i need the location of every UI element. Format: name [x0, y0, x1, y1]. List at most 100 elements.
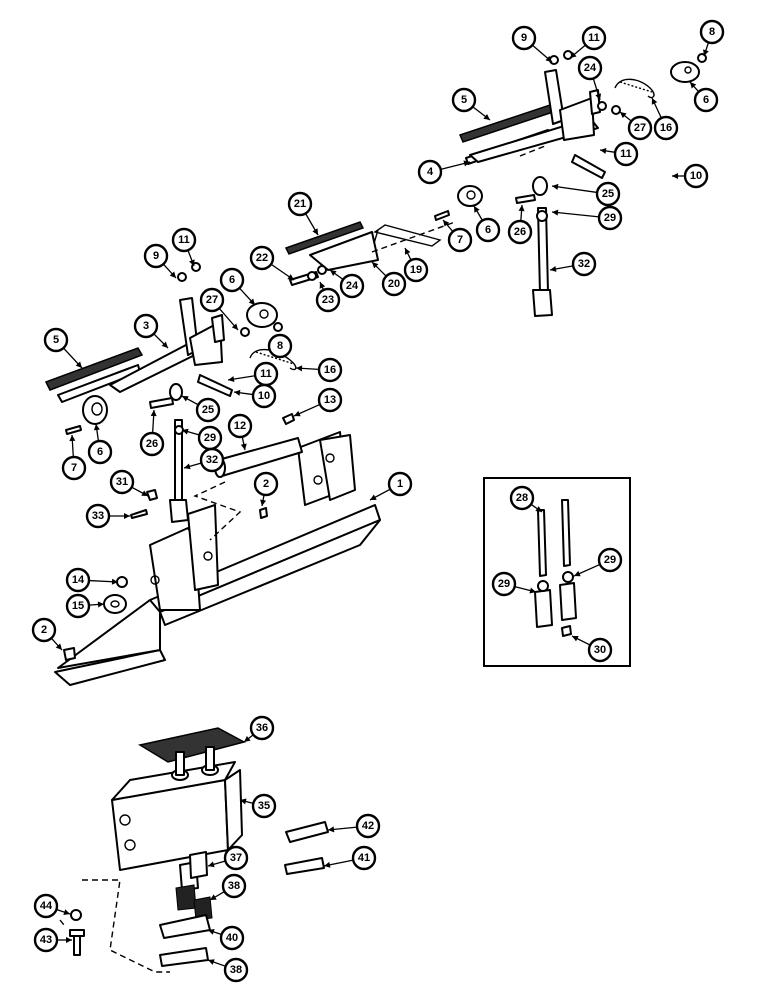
callout-c-11c: 11	[171, 227, 197, 253]
callout-label: 26	[514, 226, 526, 238]
leader-arrow-c-43	[66, 937, 72, 943]
callout-circle	[699, 19, 725, 45]
callout-c-10a: 10	[683, 163, 709, 189]
leader-arrow-c-29c	[574, 570, 581, 577]
callout-circle	[381, 271, 407, 297]
callout-label: 2	[263, 478, 269, 490]
callout-c-43: 43	[33, 927, 59, 953]
callout-circle	[33, 927, 59, 953]
leader-arrow-c-23	[319, 282, 326, 289]
inset-box	[483, 477, 631, 667]
callout-c-31: 31	[109, 469, 135, 495]
callout-c-6c: 6	[219, 267, 245, 293]
callout-label: 8	[277, 340, 283, 352]
callout-label: 16	[660, 122, 672, 134]
callout-circle	[451, 87, 477, 113]
callout-c-12: 12	[227, 413, 253, 439]
callout-label: 37	[230, 852, 242, 864]
callout-label: 11	[620, 148, 632, 160]
callout-circle	[351, 845, 377, 871]
leader-arrow-c-16a	[651, 98, 658, 105]
leader-arrow-c-26a	[518, 205, 525, 212]
leader-arrow-c-40	[208, 929, 215, 935]
callout-c-6d: 6	[87, 439, 113, 465]
callout-c-25b: 25	[195, 397, 221, 423]
callout-label: 25	[202, 404, 214, 416]
centre-pedal	[284, 221, 379, 286]
callout-c-6b: 6	[475, 217, 501, 243]
callout-circle	[475, 217, 501, 243]
leader-arrow-c-42	[328, 826, 335, 833]
callout-label: 27	[206, 294, 218, 306]
callout-c-38b: 38	[223, 957, 249, 983]
callout-label: 24	[346, 280, 359, 292]
callout-circle	[85, 503, 111, 529]
callout-label: 11	[178, 234, 190, 246]
callout-circle	[139, 431, 165, 457]
leader-arrow-c-36	[244, 735, 251, 742]
leader-arrow-c-6c	[248, 298, 255, 305]
callout-c-27a: 27	[627, 115, 653, 141]
callout-circle	[597, 205, 623, 231]
callout-circle	[387, 471, 413, 497]
leader-arrow-c-2a	[260, 499, 267, 506]
leader-arrow-c-35	[240, 798, 247, 805]
callout-circle	[491, 571, 517, 597]
callout-c-2b: 2	[31, 617, 57, 643]
leader-arrow-c-28	[535, 506, 542, 512]
callout-circle	[223, 845, 249, 871]
leader-arrow-c-24b	[330, 270, 337, 276]
callout-c-2a: 2	[253, 471, 279, 497]
callout-label: 11	[260, 368, 272, 380]
callout-c-4: 4	[417, 159, 443, 185]
callout-c-38a: 38	[221, 873, 247, 899]
callout-label: 7	[71, 462, 77, 474]
callout-label: 27	[634, 122, 646, 134]
callout-circle	[253, 471, 279, 497]
callout-label: 22	[256, 252, 268, 264]
leader-arrow-c-10a	[672, 173, 678, 179]
leader-arrow-c-11d	[228, 376, 235, 383]
callout-circle	[33, 893, 59, 919]
callout-c-11b: 11	[613, 141, 639, 167]
callout-c-32a: 32	[571, 251, 597, 277]
callout-circle	[581, 25, 607, 51]
callout-label: 38	[228, 880, 240, 892]
callout-c-42: 42	[355, 813, 381, 839]
callout-c-26b: 26	[139, 431, 165, 457]
callout-label: 24	[584, 62, 597, 74]
callout-circle	[199, 447, 225, 473]
callout-label: 6	[485, 224, 491, 236]
leader-arrow-c-37	[208, 861, 215, 868]
callout-c-32b: 32	[199, 447, 225, 473]
callout-circle	[613, 141, 639, 167]
callout-c-19: 19	[403, 257, 429, 283]
callout-circle	[507, 219, 533, 245]
callout-label: 10	[258, 390, 270, 402]
callout-c-35: 35	[251, 793, 277, 819]
callout-circle	[267, 333, 293, 359]
cross-shaft	[214, 437, 303, 478]
callout-label: 25	[602, 188, 614, 200]
leader-arrow-c-7b	[69, 435, 76, 442]
callout-c-44: 44	[33, 893, 59, 919]
callout-circle	[227, 413, 253, 439]
callout-c-6a: 6	[693, 87, 719, 113]
callout-circle	[219, 925, 245, 951]
callout-circle	[577, 55, 603, 81]
callout-c-27b: 27	[199, 287, 225, 313]
callout-c-29c: 29	[597, 547, 623, 573]
leader-arrow-c-3	[161, 341, 168, 348]
callout-circle	[87, 439, 113, 465]
callout-c-11a: 11	[581, 25, 607, 51]
leader-arrow-c-38b	[208, 959, 215, 965]
leader-arrow-c-15	[97, 601, 104, 608]
leader-arrow-c-27b	[231, 323, 238, 330]
callout-label: 42	[362, 820, 374, 832]
callout-c-16a: 16	[653, 115, 679, 141]
callout-circle	[65, 567, 91, 593]
dashed-routing-lines	[59, 145, 546, 973]
leader-arrow-c-32b	[184, 463, 191, 470]
